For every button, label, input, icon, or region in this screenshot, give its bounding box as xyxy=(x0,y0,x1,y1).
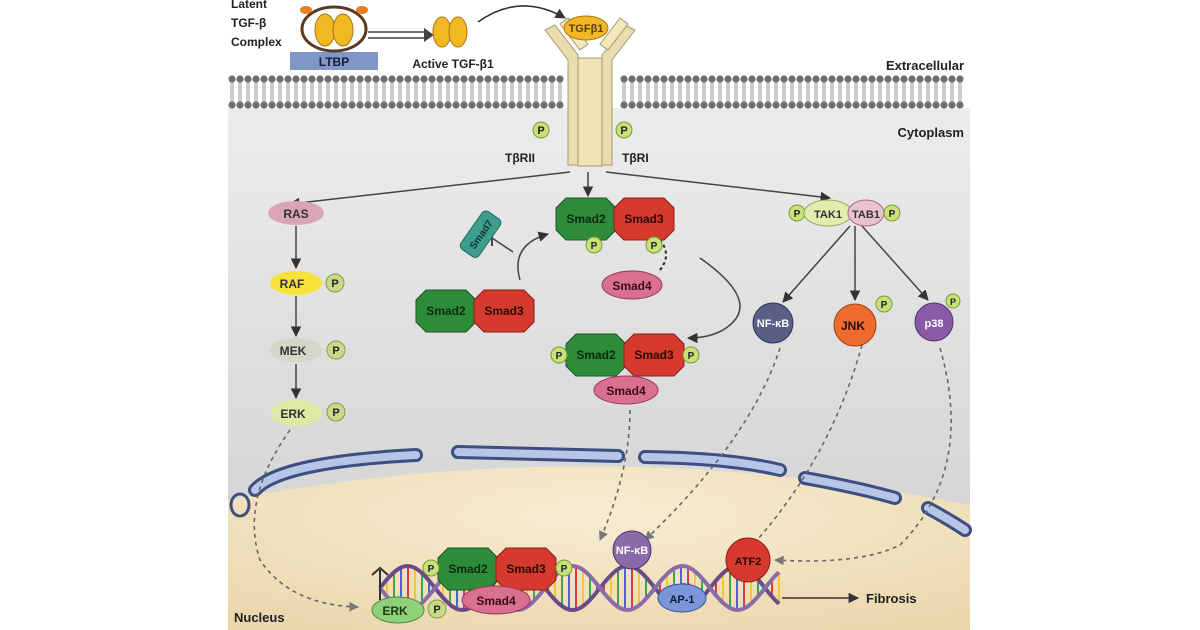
smad2-inactive-label: Smad2 xyxy=(426,304,466,318)
mapk-chain: RAS RAF P MEK P ERK P xyxy=(268,201,346,426)
ras-node xyxy=(268,201,324,225)
nuclear-envelope xyxy=(229,445,972,537)
raf-node xyxy=(270,271,322,295)
extracellular-label: Extracellular xyxy=(886,58,964,73)
mapk-effectors: NF-κB JNK P p38 P xyxy=(752,293,961,347)
nucleus-label: Nucleus xyxy=(234,610,285,625)
erk-label: ERK xyxy=(280,407,306,421)
erk-nuclear-label: ERK xyxy=(382,604,408,618)
smad-complex-cytoplasm: Smad2 Smad3 P P Smad4 xyxy=(550,333,700,405)
smad2-activated-label: Smad2 xyxy=(566,212,606,226)
latent-complex: Latent TGF-β Complex LTBP xyxy=(231,0,378,70)
latent-label-line1: Latent xyxy=(231,0,267,11)
tbr1-p: P xyxy=(620,125,627,137)
mek-node xyxy=(270,338,322,362)
smad2-3-inactive: Smad2 Smad3 xyxy=(415,289,535,333)
raf-label: RAF xyxy=(280,277,305,291)
smad2-3-activated: Smad2 Smad3 P P xyxy=(555,197,675,254)
smad4-free: Smad4 xyxy=(601,270,663,300)
smad4-complex-label: Smad4 xyxy=(606,384,646,398)
tgfb1-receptor-label: TGFβ1 xyxy=(569,23,604,35)
fibrosis-output: Fibrosis xyxy=(782,591,917,606)
ltbp-bar xyxy=(290,52,378,70)
smad3-complex-label: Smad3 xyxy=(634,348,674,362)
mek-label: MEK xyxy=(280,344,307,358)
p38-p: P xyxy=(950,297,956,307)
smad4-nuclear-label: Smad4 xyxy=(476,594,516,608)
smad3-nuclear-label: Smad3 xyxy=(506,562,546,576)
cell-membrane xyxy=(228,75,964,109)
nucleus-region xyxy=(228,466,970,630)
fibrosis-label: Fibrosis xyxy=(866,591,917,606)
smad3-inactive-label: Smad3 xyxy=(484,304,524,318)
latent-label-line3: Complex xyxy=(231,35,282,49)
nfkb-label: NF-κB xyxy=(757,318,789,330)
smad3-activated-p: P xyxy=(651,241,658,252)
smad2-complex-p: P xyxy=(556,351,563,362)
smad3-activated-label: Smad3 xyxy=(624,212,664,226)
tak1-tab1: P TAK1 TAB1 P xyxy=(788,199,901,227)
tab1-label: TAB1 xyxy=(852,209,880,221)
erk-nuclear: ERK P xyxy=(371,596,447,624)
raf-p: P xyxy=(331,278,338,290)
tbr2-label: TβRII xyxy=(505,151,535,165)
tak1-label: TAK1 xyxy=(814,209,842,221)
ap1-label: AP-1 xyxy=(669,594,694,606)
smad3-complex-p: P xyxy=(688,351,695,362)
receptor-complex: TGFβ1 P P TβRII TβRI xyxy=(505,15,649,167)
active-tgfb1: Active TGF-β1 xyxy=(368,5,566,71)
smad2-nuclear-p: P xyxy=(428,564,435,575)
jnk-p: P xyxy=(881,300,888,311)
tbr2-p: P xyxy=(537,125,544,137)
smad7: Smad7 xyxy=(459,210,502,258)
erk-p: P xyxy=(332,407,339,419)
smad2-activated-p: P xyxy=(591,241,598,252)
smad2-complex-label: Smad2 xyxy=(576,348,616,362)
smad-complex-nucleus: Smad2 Smad3 P P Smad4 xyxy=(422,547,573,615)
nuclear-factors: NF-κB AP-1 ATF2 xyxy=(612,530,771,613)
jnk-label: JNK xyxy=(841,319,865,333)
p38-label: p38 xyxy=(925,318,944,330)
smad2-nuclear-label: Smad2 xyxy=(448,562,488,576)
nfkb-nuclear-label: NF-κB xyxy=(616,545,648,557)
erk-node xyxy=(270,400,322,426)
latent-label-line2: TGF-β xyxy=(231,16,266,30)
erk-nuclear-p: P xyxy=(433,604,440,616)
active-tgfb1-label: Active TGF-β1 xyxy=(412,57,494,71)
ras-label: RAS xyxy=(283,207,308,221)
tab1-p: P xyxy=(889,209,896,220)
mek-p: P xyxy=(332,345,339,357)
smad4-free-label: Smad4 xyxy=(612,279,652,293)
cytoplasm-label: Cytoplasm xyxy=(898,125,964,140)
smad3-nuclear-p: P xyxy=(561,564,568,575)
atf2-label: ATF2 xyxy=(735,556,762,568)
pathway-arrows xyxy=(288,171,929,400)
tbr1-label: TβRI xyxy=(622,151,649,165)
ltbp-label: LTBP xyxy=(319,55,349,69)
tak1-p: P xyxy=(794,209,801,220)
